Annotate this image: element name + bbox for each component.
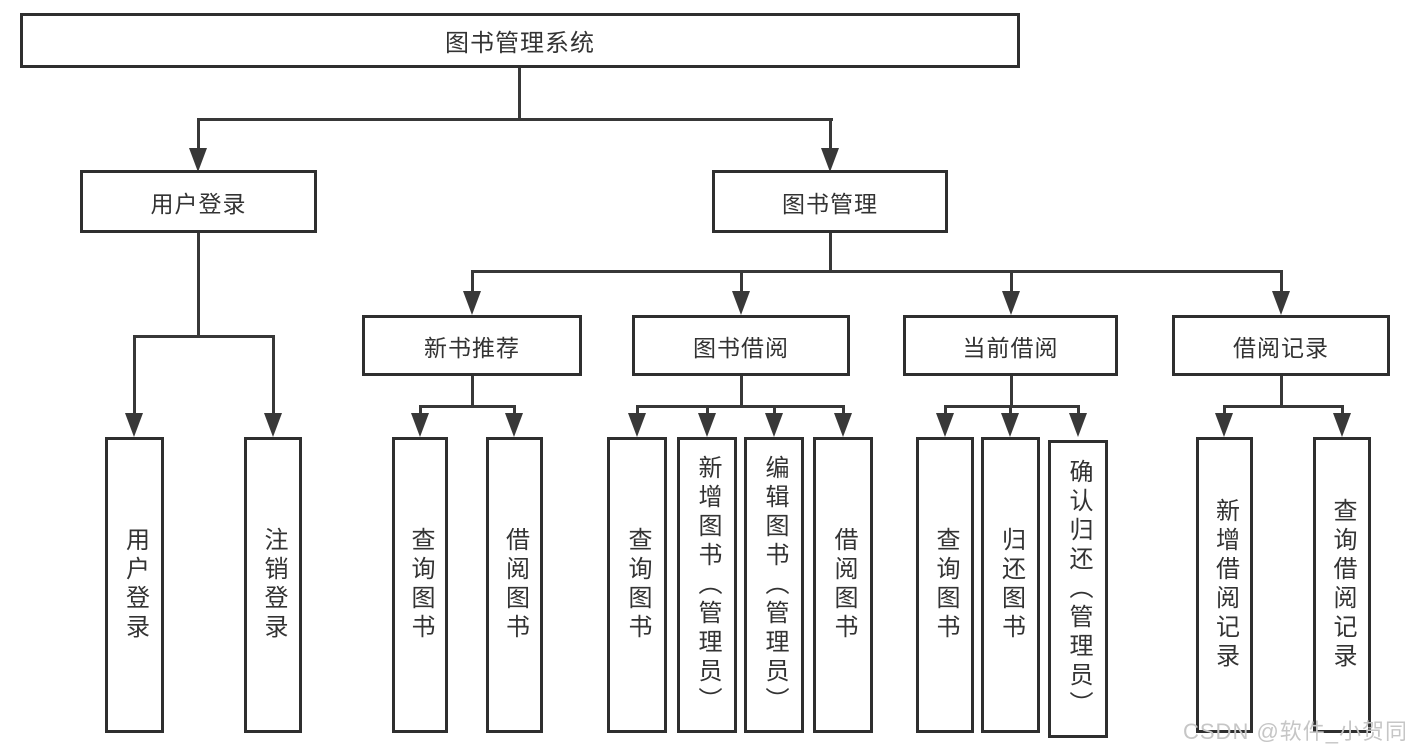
arrow-down-icon (411, 413, 429, 437)
connector-line (740, 376, 743, 408)
connector-line (740, 270, 743, 295)
arrow-down-icon (628, 413, 646, 437)
node-leaf-edit-books-admin: 编辑图书（管理员） (744, 437, 804, 733)
connector-line (197, 118, 833, 121)
node-new-book-recommendation: 新书推荐 (362, 315, 582, 376)
connector-line (471, 270, 1282, 273)
connector-line (419, 405, 516, 408)
node-current-borrowing: 当前借阅 (903, 315, 1118, 376)
arrow-down-icon (698, 413, 716, 437)
connector-line (133, 335, 136, 417)
node-borrowing-records: 借阅记录 (1172, 315, 1390, 376)
node-label: 新增图书（管理员） (694, 454, 721, 716)
node-label: 图书借阅 (693, 334, 789, 361)
connector-line (197, 233, 200, 337)
connector-line (1280, 376, 1283, 408)
arrow-down-icon (821, 148, 839, 172)
csdn-watermark: CSDN @软件_小贺同学 (1183, 719, 1405, 744)
node-leaf-borrow-books-recommend: 借阅图书 (486, 437, 543, 733)
node-leaf-return-books: 归还图书 (981, 437, 1040, 733)
connector-line (636, 405, 639, 417)
connector-line (829, 118, 832, 151)
arrow-down-icon (189, 148, 207, 172)
node-label: 当前借阅 (962, 334, 1059, 361)
connector-line (1010, 270, 1013, 295)
node-label: 查询图书 (624, 527, 651, 643)
arrow-down-icon (765, 413, 783, 437)
connector-line (829, 233, 832, 272)
arrow-down-icon (264, 413, 282, 437)
connector-line (471, 376, 474, 408)
connector-line (1223, 405, 1226, 417)
connector-line (1341, 405, 1344, 417)
connector-line (944, 405, 1080, 408)
arrow-down-icon (463, 291, 481, 315)
connector-line (518, 68, 521, 120)
arrow-down-icon (1215, 413, 1233, 437)
node-label: 确认归还（管理员） (1065, 458, 1092, 720)
node-leaf-query-books-borrow: 查询图书 (607, 437, 667, 733)
connector-line (133, 335, 275, 338)
arrow-down-icon (834, 413, 852, 437)
connector-line (1223, 405, 1343, 408)
arrow-down-icon (125, 413, 143, 437)
node-leaf-query-books-current: 查询图书 (916, 437, 974, 733)
connector-line (944, 405, 947, 417)
node-label: 注销登录 (260, 527, 287, 643)
node-label: 用户登录 (150, 190, 247, 217)
connector-line (419, 405, 422, 417)
arrow-down-icon (936, 413, 954, 437)
connector-line (197, 118, 200, 151)
connector-line (272, 335, 275, 417)
node-leaf-add-books-admin: 新增图书（管理员） (677, 437, 737, 733)
node-label: 新增借阅记录 (1211, 498, 1239, 672)
connector-line (842, 405, 845, 417)
connector-line (1009, 405, 1012, 417)
node-book-borrowing: 图书借阅 (632, 315, 850, 376)
arrow-down-icon (1002, 291, 1020, 315)
connector-line (773, 405, 776, 417)
arrow-down-icon (1272, 291, 1290, 315)
connector-line (1010, 376, 1013, 408)
node-user-login: 用户登录 (80, 170, 317, 233)
connector-line (706, 405, 709, 417)
connector-line (471, 270, 474, 295)
node-label: 归还图书 (997, 527, 1025, 643)
arrow-down-icon (1333, 413, 1351, 437)
connector-line (513, 405, 516, 417)
node-book-management: 图书管理 (712, 170, 948, 233)
connector-line (1077, 405, 1080, 417)
node-label: 借阅图书 (501, 527, 529, 643)
node-label: 查询借阅记录 (1329, 498, 1356, 672)
connector-line (636, 405, 844, 408)
connector-line (1280, 270, 1283, 295)
arrow-down-icon (732, 291, 750, 315)
node-leaf-logout: 注销登录 (244, 437, 302, 733)
node-label: 图书管理系统 (445, 30, 595, 57)
node-label: 查询图书 (407, 527, 434, 643)
node-label: 编辑图书（管理员） (761, 454, 788, 716)
node-leaf-user-login: 用户登录 (105, 437, 164, 733)
arrow-down-icon (1001, 413, 1019, 437)
node-leaf-add-borrow-record: 新增借阅记录 (1196, 437, 1253, 733)
node-label: 用户登录 (121, 527, 149, 643)
node-leaf-query-books-recommend: 查询图书 (392, 437, 448, 733)
arrow-down-icon (505, 413, 523, 437)
node-label: 新书推荐 (424, 334, 520, 361)
node-label: 借阅记录 (1233, 334, 1329, 361)
node-label: 图书管理 (782, 190, 878, 217)
node-label: 查询图书 (932, 527, 959, 643)
node-leaf-query-borrow-record: 查询借阅记录 (1313, 437, 1371, 733)
node-library-management-system: 图书管理系统 (20, 13, 1020, 68)
node-leaf-borrow-books: 借阅图书 (813, 437, 873, 733)
node-leaf-confirm-return-admin: 确认归还（管理员） (1048, 440, 1108, 738)
arrow-down-icon (1069, 413, 1087, 437)
node-label: 借阅图书 (830, 527, 857, 643)
